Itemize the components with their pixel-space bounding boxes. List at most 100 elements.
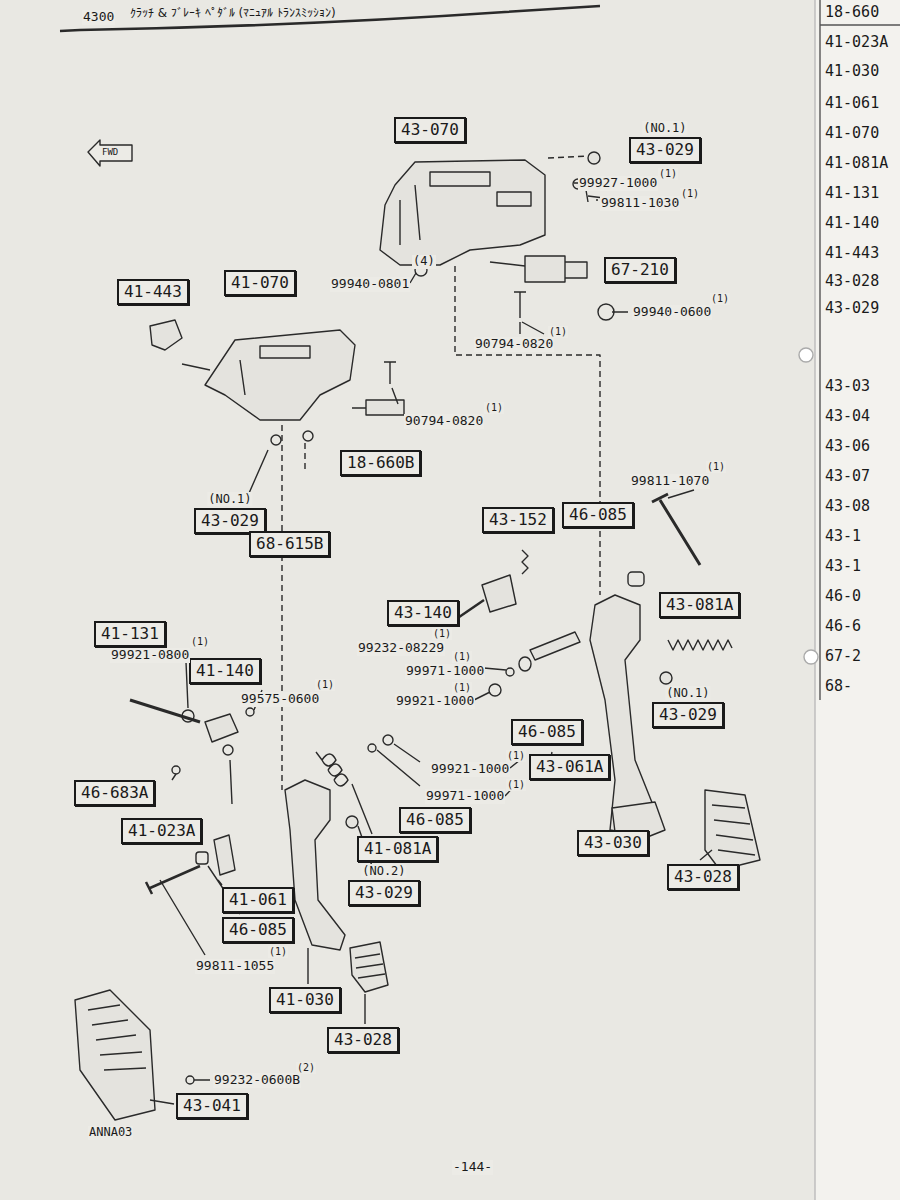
pedal-pad bbox=[350, 942, 388, 992]
quantity-note: (1) bbox=[484, 402, 504, 414]
index-entry: 43-04 bbox=[824, 408, 871, 425]
leader-line bbox=[246, 388, 398, 500]
index-entry: 46-6 bbox=[824, 618, 862, 635]
index-entry: 41-081A bbox=[824, 155, 889, 172]
nut bbox=[598, 304, 614, 320]
index-entry: 43-029 bbox=[824, 300, 880, 317]
leader-line bbox=[474, 322, 712, 860]
stopper bbox=[660, 672, 672, 684]
part-callout-box: 41-131 bbox=[94, 621, 166, 647]
part-number: 43-041 bbox=[183, 1096, 241, 1115]
part-number: 41-023A bbox=[128, 821, 195, 840]
dashed-line bbox=[548, 156, 588, 158]
index-entry: 67-2 bbox=[824, 648, 862, 665]
part-number: 46-085 bbox=[229, 920, 287, 939]
quantity-note: (1) bbox=[315, 679, 335, 691]
direction-label: FWD bbox=[101, 147, 119, 157]
clip bbox=[186, 1076, 194, 1084]
bushing bbox=[628, 572, 644, 586]
part-number: 99811-1070 bbox=[630, 474, 710, 489]
return-spring bbox=[316, 752, 348, 786]
index-entry: 43-1 bbox=[824, 528, 862, 545]
quantity-note: (1) bbox=[680, 188, 700, 200]
nut bbox=[303, 431, 313, 441]
quantity-note: (1) bbox=[658, 168, 678, 180]
screw bbox=[514, 292, 526, 318]
clevis bbox=[205, 714, 238, 742]
bushing bbox=[196, 852, 208, 864]
clip bbox=[172, 766, 180, 774]
part-number: 43-140 bbox=[394, 603, 452, 622]
part-number: 43-029 bbox=[201, 511, 259, 530]
part-number: 41-081A bbox=[364, 839, 431, 858]
index-entry: 43-03 bbox=[824, 378, 871, 395]
fwd-arrow bbox=[88, 140, 132, 166]
part-callout-box: 41-070 bbox=[224, 270, 296, 296]
stop-switch bbox=[525, 256, 587, 282]
part-callout-box: 43-061A bbox=[529, 754, 610, 780]
part-number: 99921-0800 bbox=[110, 648, 190, 663]
part-number: 46-085 bbox=[406, 810, 464, 829]
leader-line bbox=[410, 183, 628, 334]
bumper bbox=[150, 320, 182, 350]
part-number: 46-683A bbox=[81, 783, 148, 802]
part-number: 43-029 bbox=[659, 705, 717, 724]
pad-ribs bbox=[355, 954, 385, 978]
part-number: 43-152 bbox=[489, 510, 547, 529]
part-number: 41-131 bbox=[101, 624, 159, 643]
part-number: (4) bbox=[412, 255, 436, 269]
part-callout-box: 46-683A bbox=[74, 780, 155, 806]
part-callout-box: 43-070 bbox=[394, 117, 466, 143]
clutch-bracket bbox=[205, 330, 355, 420]
binder-hole bbox=[804, 650, 818, 664]
part-number: 99921-1000 bbox=[430, 762, 510, 777]
index-entry: 43-07 bbox=[824, 468, 871, 485]
switch-stud bbox=[490, 262, 525, 266]
quantity-note: (1) bbox=[506, 779, 526, 791]
part-callout-box: 41-030 bbox=[269, 987, 341, 1013]
table-rule bbox=[819, 0, 820, 700]
figure-code: ANNA03 bbox=[88, 1126, 133, 1140]
part-number: 46-085 bbox=[569, 505, 627, 524]
index-entry: 68- bbox=[824, 678, 853, 695]
clevis bbox=[482, 575, 516, 612]
index-entry: 41-030 bbox=[824, 63, 880, 80]
clip bbox=[246, 708, 254, 716]
bolt bbox=[652, 494, 700, 565]
part-number: 99940-0600 bbox=[632, 305, 712, 320]
part-number: 41-140 bbox=[196, 661, 254, 680]
bolt bbox=[146, 866, 200, 894]
return-spring bbox=[668, 640, 732, 650]
part-callout-box: 41-081A bbox=[357, 836, 438, 862]
part-number: 68-615B bbox=[256, 534, 323, 553]
stopper bbox=[271, 435, 281, 445]
part-number: 99575-0600 bbox=[240, 692, 320, 707]
part-number: 18-660B bbox=[347, 453, 414, 472]
part-callout-box: 46-085 bbox=[562, 502, 634, 528]
quantity-note: (1) bbox=[432, 628, 452, 640]
part-callout-box: 43-140 bbox=[387, 600, 459, 626]
page-title: ｸﾗｯﾁ & ﾌﾞﾚｰｷ ﾍﾟﾀﾞﾙ (ﾏﾆｭｱﾙ ﾄﾗﾝｽﾐｯｼｮﾝ) bbox=[130, 6, 336, 20]
part-callout-box: 43-030 bbox=[577, 830, 649, 856]
footrest-ribs bbox=[88, 1005, 146, 1070]
next-page bbox=[815, 0, 900, 1200]
stud bbox=[182, 364, 210, 370]
part-number: 90794-0820 bbox=[474, 337, 554, 352]
washer bbox=[368, 744, 376, 752]
bushing bbox=[223, 745, 233, 755]
part-callout-box: 43-081A bbox=[659, 592, 740, 618]
quantity-note: (2) bbox=[296, 1062, 316, 1074]
position-note: (NO.2) bbox=[361, 864, 406, 878]
index-entry: 41-061 bbox=[824, 95, 880, 112]
stopper bbox=[346, 816, 358, 828]
stopper bbox=[588, 152, 600, 164]
part-number: 43-030 bbox=[584, 833, 642, 852]
part-callout-box: (NO.2)43-029 bbox=[348, 880, 420, 906]
header-rule bbox=[60, 6, 600, 31]
dashed-line bbox=[282, 425, 305, 790]
part-number: 41-443 bbox=[124, 282, 182, 301]
index-entry: 18-660 bbox=[824, 4, 880, 21]
part-callout-box: (NO.1)43-029 bbox=[629, 137, 701, 163]
part-number: 99811-1030 bbox=[600, 196, 680, 211]
washer bbox=[506, 668, 514, 676]
